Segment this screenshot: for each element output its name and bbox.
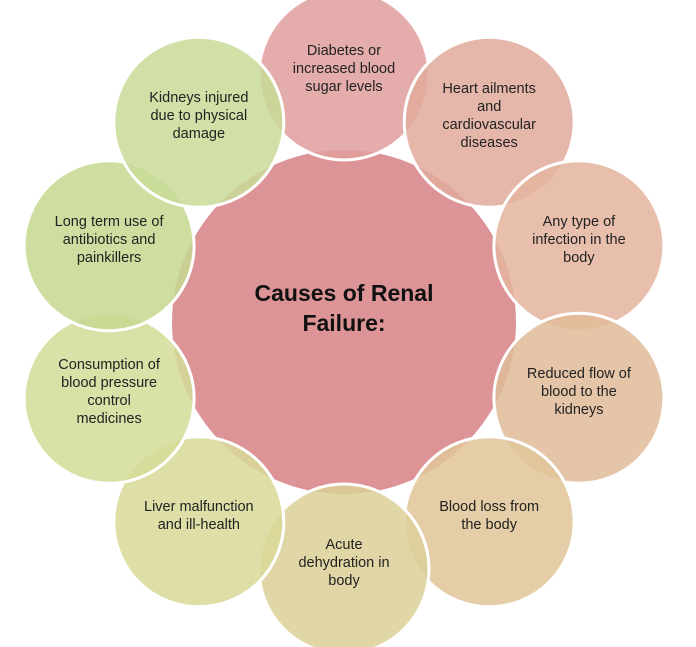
cause-circle-2 [402,35,576,209]
cause-circle-4 [492,311,666,485]
cause-circle-9 [22,159,196,333]
center-title: Causes of Renal Failure: [204,278,484,338]
center-title-line-2: Failure: [302,310,386,336]
cause-circle-10 [112,35,286,209]
cause-circle-7 [112,435,286,609]
center-title-line-1: Causes of Renal [254,280,434,306]
cause-circle-5 [402,435,576,609]
cause-circle-8 [22,311,196,485]
center-circle [172,150,516,494]
cause-circle-3 [492,159,666,333]
cause-circle-1 [257,0,431,162]
cause-circle-6 [257,482,431,647]
